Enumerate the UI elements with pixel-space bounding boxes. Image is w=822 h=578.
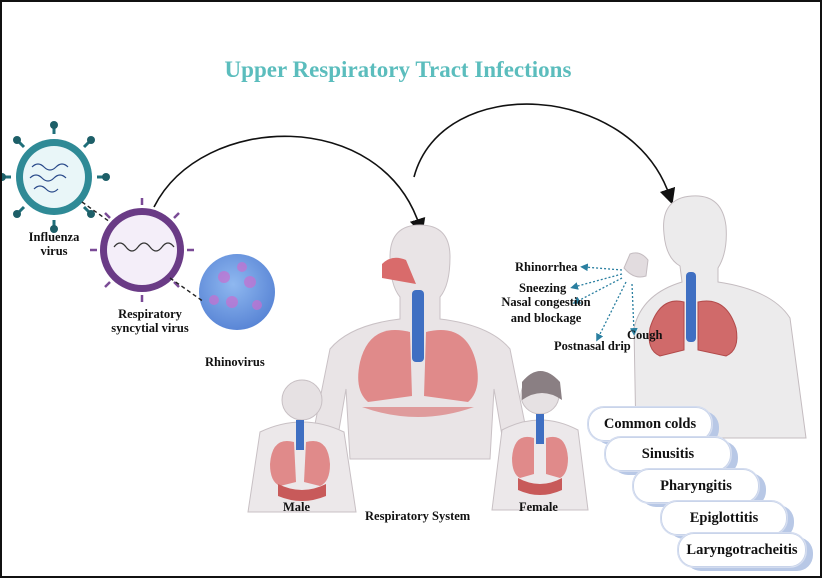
infection-epiglottitis: Epiglottitis: [660, 500, 788, 536]
female-figure: [491, 371, 589, 511]
label-female: Female: [519, 500, 558, 514]
label-influenza-virus: Influenza virus: [28, 230, 80, 258]
male-figure: [247, 379, 357, 513]
symptom-cough: Cough: [627, 328, 663, 342]
arrow-virus-to-system: [153, 135, 426, 235]
infection-pharyngitis: Pharyngitis: [632, 468, 760, 504]
rhinovirus-icon: [199, 254, 275, 330]
rsv-virus-icon: [90, 198, 194, 302]
label-rhinovirus: Rhinovirus: [205, 355, 265, 369]
infection-sinusitis: Sinusitis: [604, 436, 732, 472]
coughing-figure: [623, 195, 807, 439]
virus-connectors: [81, 201, 205, 303]
diagram-title: Upper Respiratory Tract Infections: [224, 57, 572, 82]
symptom-arrows: [570, 263, 638, 342]
symptom-nasal-congestion: Nasal congestion and blockage: [501, 295, 591, 325]
label-male: Male: [283, 500, 311, 514]
label-rsv: Respiratory syncytial virus: [111, 307, 189, 335]
symptom-rhinorrhea: Rhinorrhea: [515, 260, 578, 274]
label-respiratory-system: Respiratory System: [365, 509, 471, 523]
respiratory-system-figure: [307, 224, 533, 460]
arrow-system-to-symptoms: [413, 103, 676, 205]
infection-laryngotracheitis: Laryngotracheitis: [677, 532, 807, 568]
symptom-postnasal-drip: Postnasal drip: [554, 339, 631, 353]
symptom-sneezing: Sneezing: [519, 281, 567, 295]
flow-arrows: [153, 103, 676, 235]
influenza-virus-icon: [2, 121, 110, 233]
